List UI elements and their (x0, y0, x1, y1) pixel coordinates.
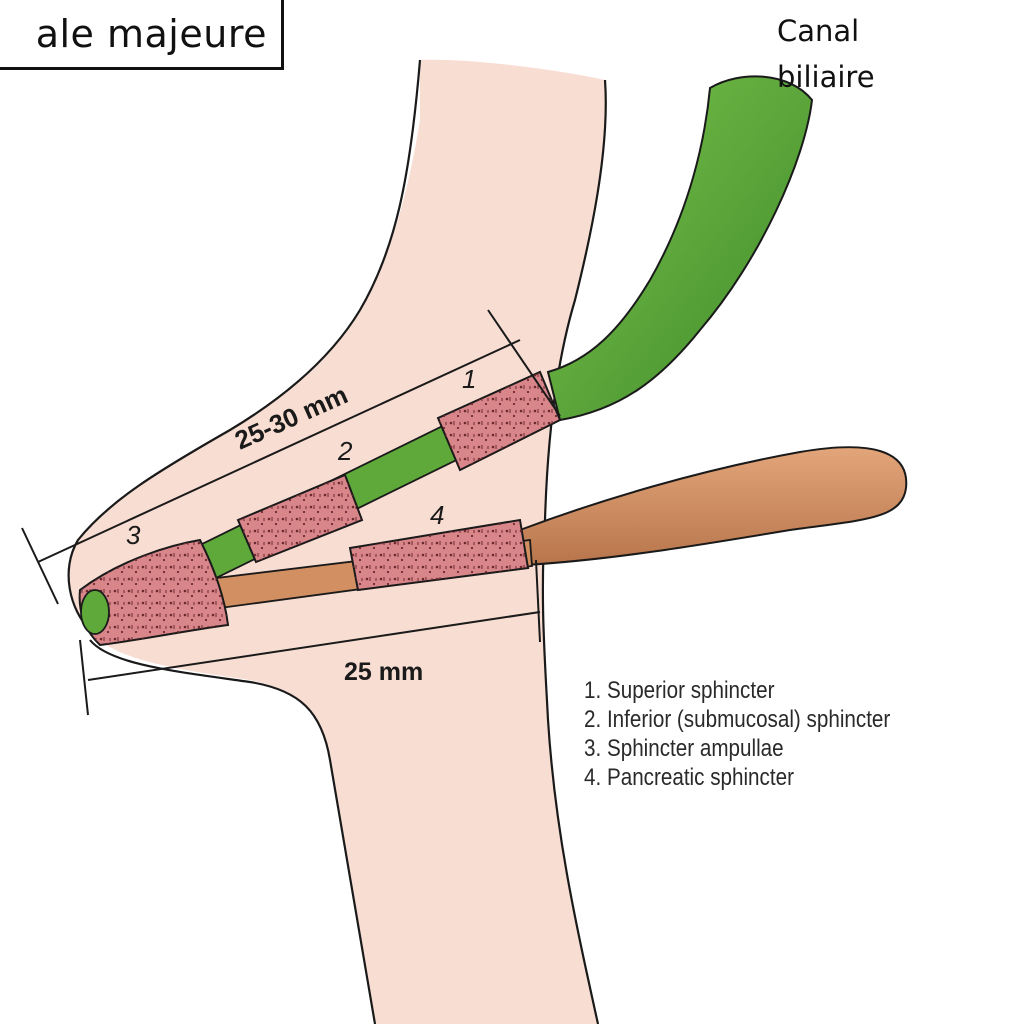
bile-duct-label: Canal biliaire (777, 8, 917, 100)
legend-item-1: 1. Superior sphincter (584, 676, 959, 705)
sphincter-number-4: 4 (430, 500, 444, 530)
legend-item-4: 4. Pancreatic sphincter (584, 763, 959, 792)
legend-item-2: 2. Inferior (submucosal) sphincter (584, 705, 959, 734)
pancreatic-duct-outer (520, 447, 906, 565)
legend-item-3: 3. Sphincter ampullae (584, 734, 959, 763)
sphincter-number-3: 3 (126, 520, 141, 550)
title-text: ale majeure (36, 12, 267, 56)
sphincter-number-1: 1 (462, 364, 476, 394)
sphincter-number-2: 2 (337, 436, 353, 466)
title-box: ale majeure (0, 0, 284, 70)
dimension-label-pancreatic: 25 mm (344, 658, 423, 686)
legend: 1. Superior sphincter 2. Inferior (submu… (584, 676, 959, 792)
